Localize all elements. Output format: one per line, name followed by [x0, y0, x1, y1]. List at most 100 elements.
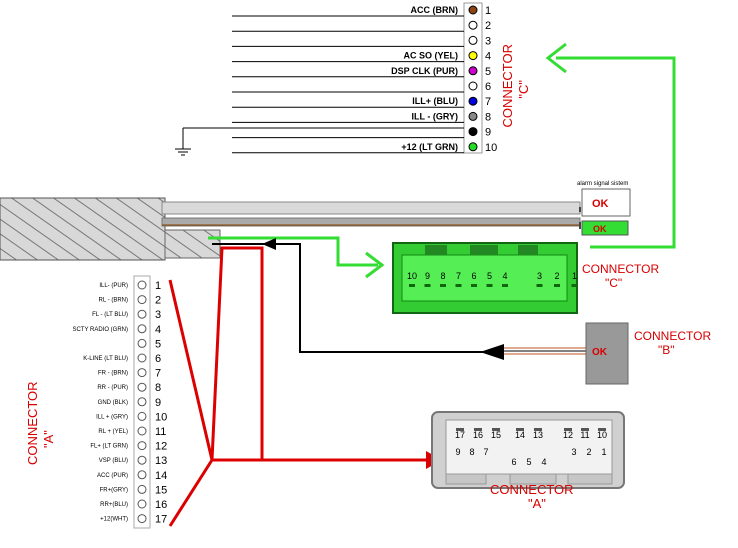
connector-a-caption-quote: "A": [528, 496, 546, 511]
pin-dot-a: [137, 295, 147, 305]
plug-a-pin-number: 13: [533, 430, 543, 440]
pin-label-a: +12(WHT): [100, 517, 128, 523]
pin-number-a: 10: [155, 411, 167, 423]
pin-strip: [463, 2, 483, 154]
pin-label-a: FL+ (LT GRN): [90, 444, 128, 450]
pin-dot-a: [137, 324, 147, 334]
pin-number-a: 12: [155, 441, 167, 453]
pin-dot-a: [137, 309, 147, 319]
pin-dot: [468, 127, 478, 137]
pin-dot-a: [137, 338, 147, 348]
pin-dot-a: [137, 382, 147, 392]
black-wire-to-connector-b: [212, 238, 586, 360]
pin-number-a: 4: [155, 324, 161, 336]
plug-c-pin-number: 7: [456, 271, 461, 281]
pin-number: 5: [485, 66, 491, 78]
plug-a-pin-number: 10: [597, 430, 607, 440]
plug-a-pin-number: 11: [580, 430, 589, 440]
pin-number-a: 3: [155, 309, 161, 321]
pin-dot: [468, 5, 478, 15]
connector-c-caption: CONNECTOR: [582, 262, 659, 276]
plug-a-pin-number: 15: [491, 430, 501, 440]
pin-label-a: SCTY RADIO (GRN): [72, 327, 128, 333]
pin-label-a: VSP (BLU): [99, 458, 128, 464]
pin-label-a: RL + (YEL): [98, 429, 128, 435]
alarm-ok-green: OK: [593, 224, 607, 234]
connector-b-caption: CONNECTOR: [634, 329, 711, 343]
pin-dot-a: [137, 353, 147, 363]
pin-label-a: ILL- (PUR): [99, 283, 128, 289]
connector-b: OK CONNECTOR "B": [585, 322, 711, 385]
connector-a-side-title-quote: "A": [41, 430, 56, 448]
pin-number: 2: [485, 20, 491, 32]
pin-number-a: 1: [155, 280, 161, 292]
pin-number-a: 16: [155, 499, 167, 511]
connector-c-caption-quote: "C": [605, 276, 622, 290]
plug-c-pin-slot: [424, 284, 431, 287]
plug-c-pin-number: 6: [471, 271, 476, 281]
pin-dot-a: [137, 441, 147, 451]
pin-dot-a: [137, 280, 147, 290]
pin-number-a: 2: [155, 295, 161, 307]
pin-label-a: ACC (PUR): [97, 473, 128, 479]
plug-a-pin-number: 6: [511, 457, 516, 467]
pin-dot: [468, 96, 478, 106]
pin-number-a: 17: [155, 514, 167, 526]
pin-number: 7: [485, 96, 491, 108]
pin-number: 9: [485, 127, 491, 139]
alarm-ok-green-box: [581, 220, 629, 236]
pin-number: 3: [485, 35, 491, 47]
connector-a-side-title: CONNECTOR: [25, 381, 40, 465]
pin-number-a: 6: [155, 353, 161, 365]
pin-label-a: RL - (BRN): [99, 298, 128, 304]
harness-wire-upper: [161, 201, 581, 215]
connector-b-caption-quote: "B": [658, 343, 675, 357]
plug-a-slot: [456, 428, 464, 431]
green-wire-to-plug-c: [208, 236, 385, 279]
pin-number-a: 9: [155, 397, 161, 409]
pin-label: AC SO (YEL): [403, 51, 458, 61]
pin-number: 1: [485, 5, 491, 17]
connector-c-title: CONNECTOR: [500, 44, 515, 128]
pin-label-a: K-LINE (LT BLU): [83, 356, 128, 362]
plug-c-pin-slot: [440, 284, 446, 287]
pin-label-a: RR+(BLU): [100, 502, 128, 508]
plug-a-pin-number: 3: [571, 447, 576, 457]
plug-c-pin-slot: [536, 284, 543, 287]
pin-number: 8: [485, 111, 491, 123]
plug-a-pin-number: 7: [483, 447, 488, 457]
pin-label-a: FR+(GRY): [100, 487, 128, 493]
alarm-signal-group: alarm signal sistem OK OK: [577, 181, 631, 236]
plug-c-pin-number: 4: [502, 271, 507, 281]
harness-sleeve: [0, 197, 166, 261]
pin-number-a: 8: [155, 382, 161, 394]
wiring-harness: [0, 197, 581, 261]
pin-label: ILL - (GRY): [412, 111, 459, 121]
pin-number-a: 5: [155, 338, 161, 350]
plug-c-pin-number: 3: [537, 271, 542, 281]
pin-dot-a: [137, 411, 147, 421]
pin-label: ACC (BRN): [411, 5, 459, 15]
pin-number-a: 14: [155, 470, 167, 482]
plug-c-pin-number: 2: [554, 271, 559, 281]
plug-c-pin-slot: [571, 284, 578, 287]
pin-number: 4: [485, 51, 491, 63]
plug-a-slot: [598, 428, 606, 431]
pin-number: 10: [485, 142, 497, 154]
plug-c-pin-slot: [554, 284, 560, 287]
pin-number-a: 7: [155, 368, 161, 380]
plug-a-pin-number: 2: [586, 447, 591, 457]
pin-dot-a: [137, 368, 147, 378]
plug-c-pin-number: 8: [440, 271, 445, 281]
plug-a-slot: [492, 428, 500, 431]
pin-number-a: 13: [155, 455, 167, 467]
plug-a-pin-number: 17: [455, 430, 465, 440]
pin-dot: [468, 20, 478, 30]
red-wires: [168, 246, 442, 527]
pin-label: ILL+ (BLU): [412, 96, 458, 106]
pin-dot-a: [137, 499, 147, 509]
pin-dot: [468, 66, 478, 76]
connector-b-body: [585, 322, 629, 385]
plug-a-slot: [581, 428, 589, 431]
